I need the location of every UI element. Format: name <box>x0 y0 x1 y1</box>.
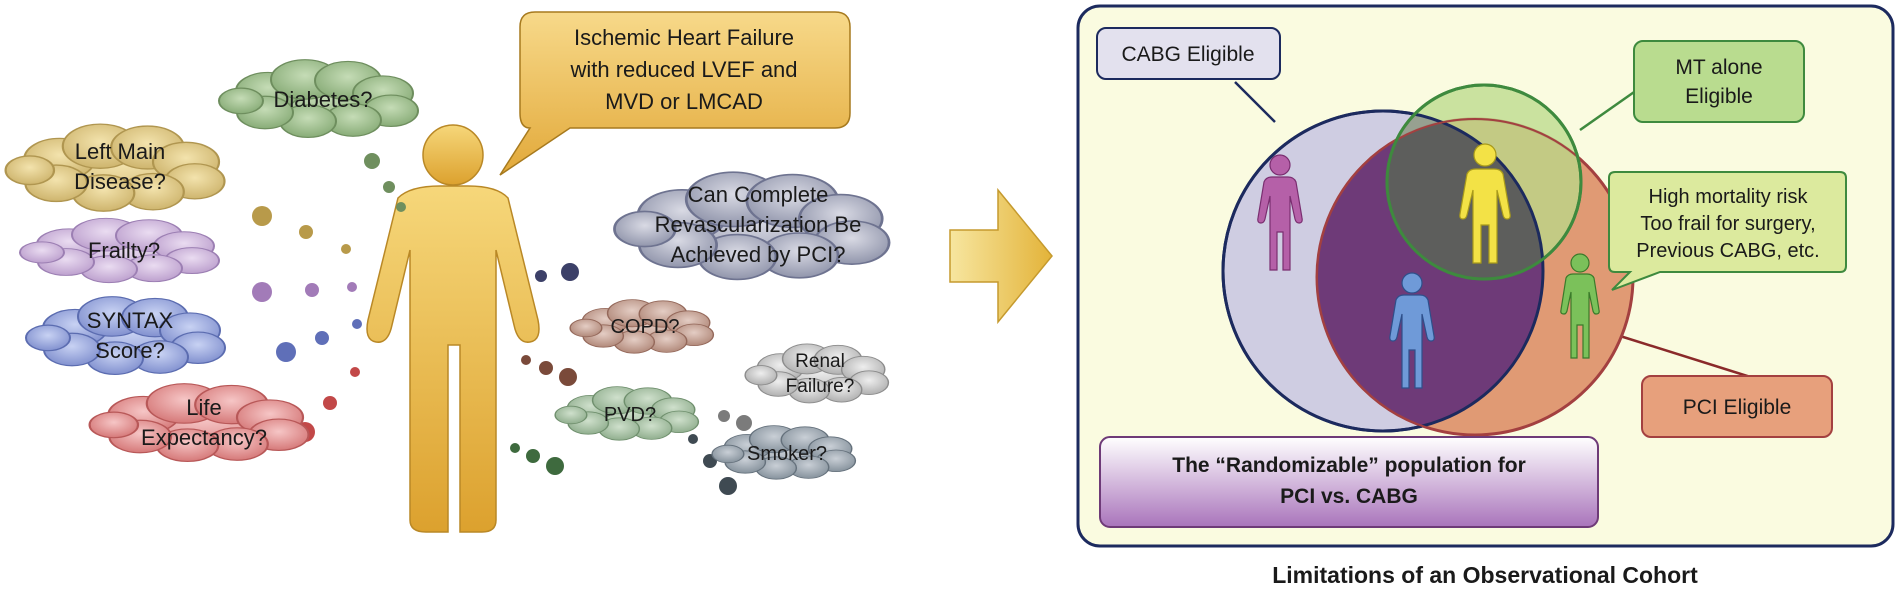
venn-diagram <box>1221 83 1635 437</box>
person-icon-pci <box>1560 253 1600 359</box>
cloud-life-line-1: Life <box>186 395 221 420</box>
cloud-copd-text: COPD? <box>611 316 680 338</box>
panel-caption: Limitations of an Observational Cohort <box>1272 562 1698 588</box>
cloud-revasc-line-2: Revascularization Be <box>655 212 862 237</box>
cloud-frailty-text: Frailty? <box>88 238 160 263</box>
cloud-revasc-line-1: Can Complete <box>688 182 829 207</box>
cloud-pvd-text: PVD? <box>604 404 656 426</box>
speech-line-3: MVD or LMCAD <box>605 89 763 114</box>
cloud-frailty: Frailty? <box>20 218 219 282</box>
cloud-revasc-line-3: Achieved by PCI? <box>671 242 846 267</box>
high-risk-line-2: Too frail for surgery, <box>1640 213 1815 235</box>
patient-figure <box>366 124 540 533</box>
thought-dots <box>252 153 752 495</box>
cloud-diabetes: Diabetes? <box>219 60 418 138</box>
cabg-eligible-text: CABG Eligible <box>1121 43 1254 66</box>
person-icon-mt <box>1459 143 1511 264</box>
randomizable-line-1: The “Randomizable” population for <box>1172 454 1526 477</box>
cloud-pvd: PVD? <box>555 387 698 441</box>
cloud-smoker-text: Smoker? <box>747 443 827 465</box>
cloud-renal-line-2: Failure? <box>786 376 855 397</box>
cloud-left-main-line-2: Disease? <box>74 169 166 194</box>
mt-alone-line-1: MT alone <box>1675 56 1762 79</box>
speech-line-1: Ischemic Heart Failure <box>574 25 794 50</box>
mt-alone-line-2: Eligible <box>1685 85 1753 108</box>
cloud-syntax-line-2: Score? <box>95 338 165 363</box>
person-icon-cabg <box>1257 154 1303 271</box>
cloud-left-main-line-1: Left Main <box>75 139 166 164</box>
cabg-eligible-label: CABG Eligible <box>1096 27 1281 80</box>
speech-line-2: with reduced LVEF and <box>569 57 797 82</box>
randomizable-line-2: PCI vs. CABG <box>1280 485 1418 508</box>
high-risk-line-3: Previous CABG, etc. <box>1636 240 1819 262</box>
high-risk-line-1: High mortality risk <box>1649 186 1809 208</box>
cloud-syntax: SYNTAX Score? <box>26 297 225 375</box>
pci-eligible-text: PCI Eligible <box>1683 396 1792 419</box>
cloud-syntax-line-1: SYNTAX <box>87 308 174 333</box>
cloud-renal-line-1: Renal <box>795 351 845 372</box>
pci-eligible-label: PCI Eligible <box>1641 375 1833 438</box>
cloud-diabetes-text: Diabetes? <box>273 87 372 112</box>
cloud-life-line-2: Expectancy? <box>141 425 267 450</box>
heart-failure-speech-bubble: Ischemic Heart Failure with reduced LVEF … <box>499 11 851 176</box>
person-icon-randomizable <box>1389 272 1435 389</box>
cloud-copd: COPD? <box>570 300 713 354</box>
cloud-smoker: Smoker? <box>712 426 855 480</box>
flow-arrow <box>949 187 1053 325</box>
